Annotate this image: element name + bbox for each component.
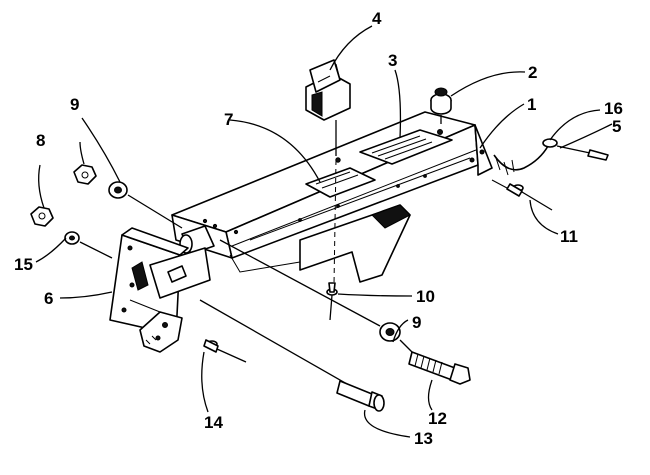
callout-6: 6	[44, 289, 53, 308]
callout-labels: 1 2 3 4 5 6 7 8 9 9 10 11 12 13 14 15 16	[14, 9, 623, 448]
callout-12: 12	[428, 409, 447, 428]
callout-5: 5	[612, 117, 621, 136]
rivet-pin-right	[491, 179, 553, 211]
callout-11: 11	[560, 227, 578, 246]
callout-9-upper: 9	[70, 95, 79, 114]
cable-clip	[305, 59, 351, 156]
carriage-bolt	[336, 380, 385, 412]
callout-13: 13	[414, 429, 433, 448]
grommet	[430, 87, 452, 124]
callout-4: 4	[372, 9, 382, 28]
callout-9-lower: 9	[412, 313, 421, 332]
callout-7: 7	[224, 110, 233, 129]
callout-15: 15	[14, 255, 33, 274]
callout-14: 14	[204, 413, 223, 432]
hex-bolt	[399, 339, 471, 385]
callout-16: 16	[604, 99, 623, 118]
callout-10: 10	[416, 287, 435, 306]
callout-2: 2	[528, 63, 537, 82]
callout-8: 8	[36, 131, 45, 150]
upper-nut-spacer	[73, 164, 183, 229]
pop-rivet	[326, 159, 338, 321]
callout-3: 3	[388, 51, 397, 70]
leader-lines	[35, 25, 613, 438]
callout-1: 1	[527, 95, 536, 114]
decal-plate	[359, 129, 453, 165]
latch-plate	[139, 311, 247, 363]
cable-assembly	[493, 138, 609, 176]
mounting-plate	[109, 227, 211, 336]
